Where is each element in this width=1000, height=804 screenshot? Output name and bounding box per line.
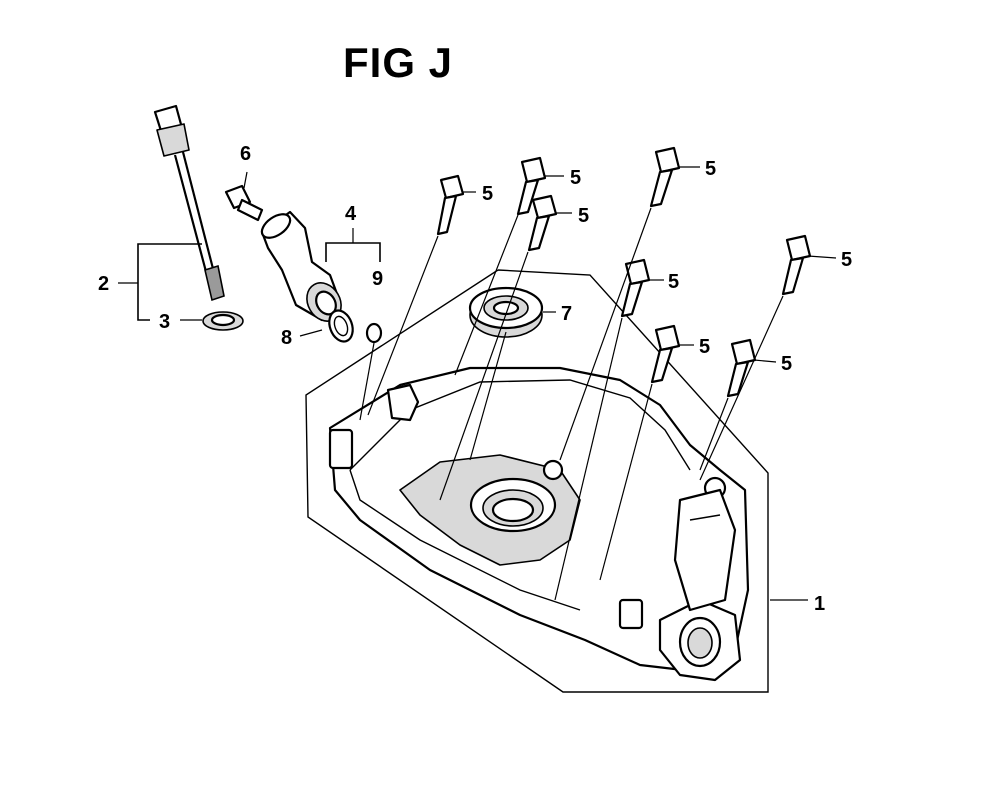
small-seal bbox=[365, 322, 383, 344]
callout-4: 4 bbox=[345, 203, 357, 225]
flange-bolt-d bbox=[649, 146, 681, 208]
o-ring-washer bbox=[202, 311, 244, 331]
flange-bolt-h bbox=[726, 338, 757, 398]
o-ring bbox=[328, 309, 354, 343]
label-leaders bbox=[180, 166, 837, 601]
callout-5c: 5 bbox=[578, 205, 589, 227]
callout-3: 3 bbox=[159, 311, 170, 333]
figure-title: FIG J bbox=[343, 39, 454, 86]
bracket-4 bbox=[325, 242, 381, 262]
leader-lines bbox=[359, 207, 784, 601]
callout-8: 8 bbox=[281, 327, 292, 349]
callout-5a: 5 bbox=[482, 183, 493, 205]
callout-6: 6 bbox=[240, 143, 251, 165]
callout-5h: 5 bbox=[781, 353, 792, 375]
callout-9: 9 bbox=[372, 268, 383, 290]
dipstick bbox=[153, 104, 225, 302]
filler-neck bbox=[260, 210, 342, 322]
assembly-outline bbox=[305, 269, 769, 693]
flange-bolt-e bbox=[620, 258, 651, 318]
flange-bolt-b bbox=[516, 156, 547, 216]
callout-2: 2 bbox=[98, 273, 109, 295]
callout-5g: 5 bbox=[699, 336, 710, 358]
callout-7: 7 bbox=[561, 303, 572, 325]
bracket-2 bbox=[137, 243, 202, 321]
crankcase-cover bbox=[328, 366, 750, 682]
flange-bolt-f bbox=[781, 234, 812, 296]
callout-5f: 5 bbox=[841, 249, 852, 271]
callout-5d: 5 bbox=[705, 158, 716, 180]
callout-5b: 5 bbox=[570, 167, 581, 189]
callout-1: 1 bbox=[814, 593, 825, 615]
small-bolt bbox=[224, 184, 264, 222]
flange-bolt-c bbox=[527, 194, 558, 252]
flange-bolt-a bbox=[436, 174, 465, 236]
flange-bolt-g bbox=[650, 324, 681, 384]
callout-5e: 5 bbox=[668, 271, 679, 293]
